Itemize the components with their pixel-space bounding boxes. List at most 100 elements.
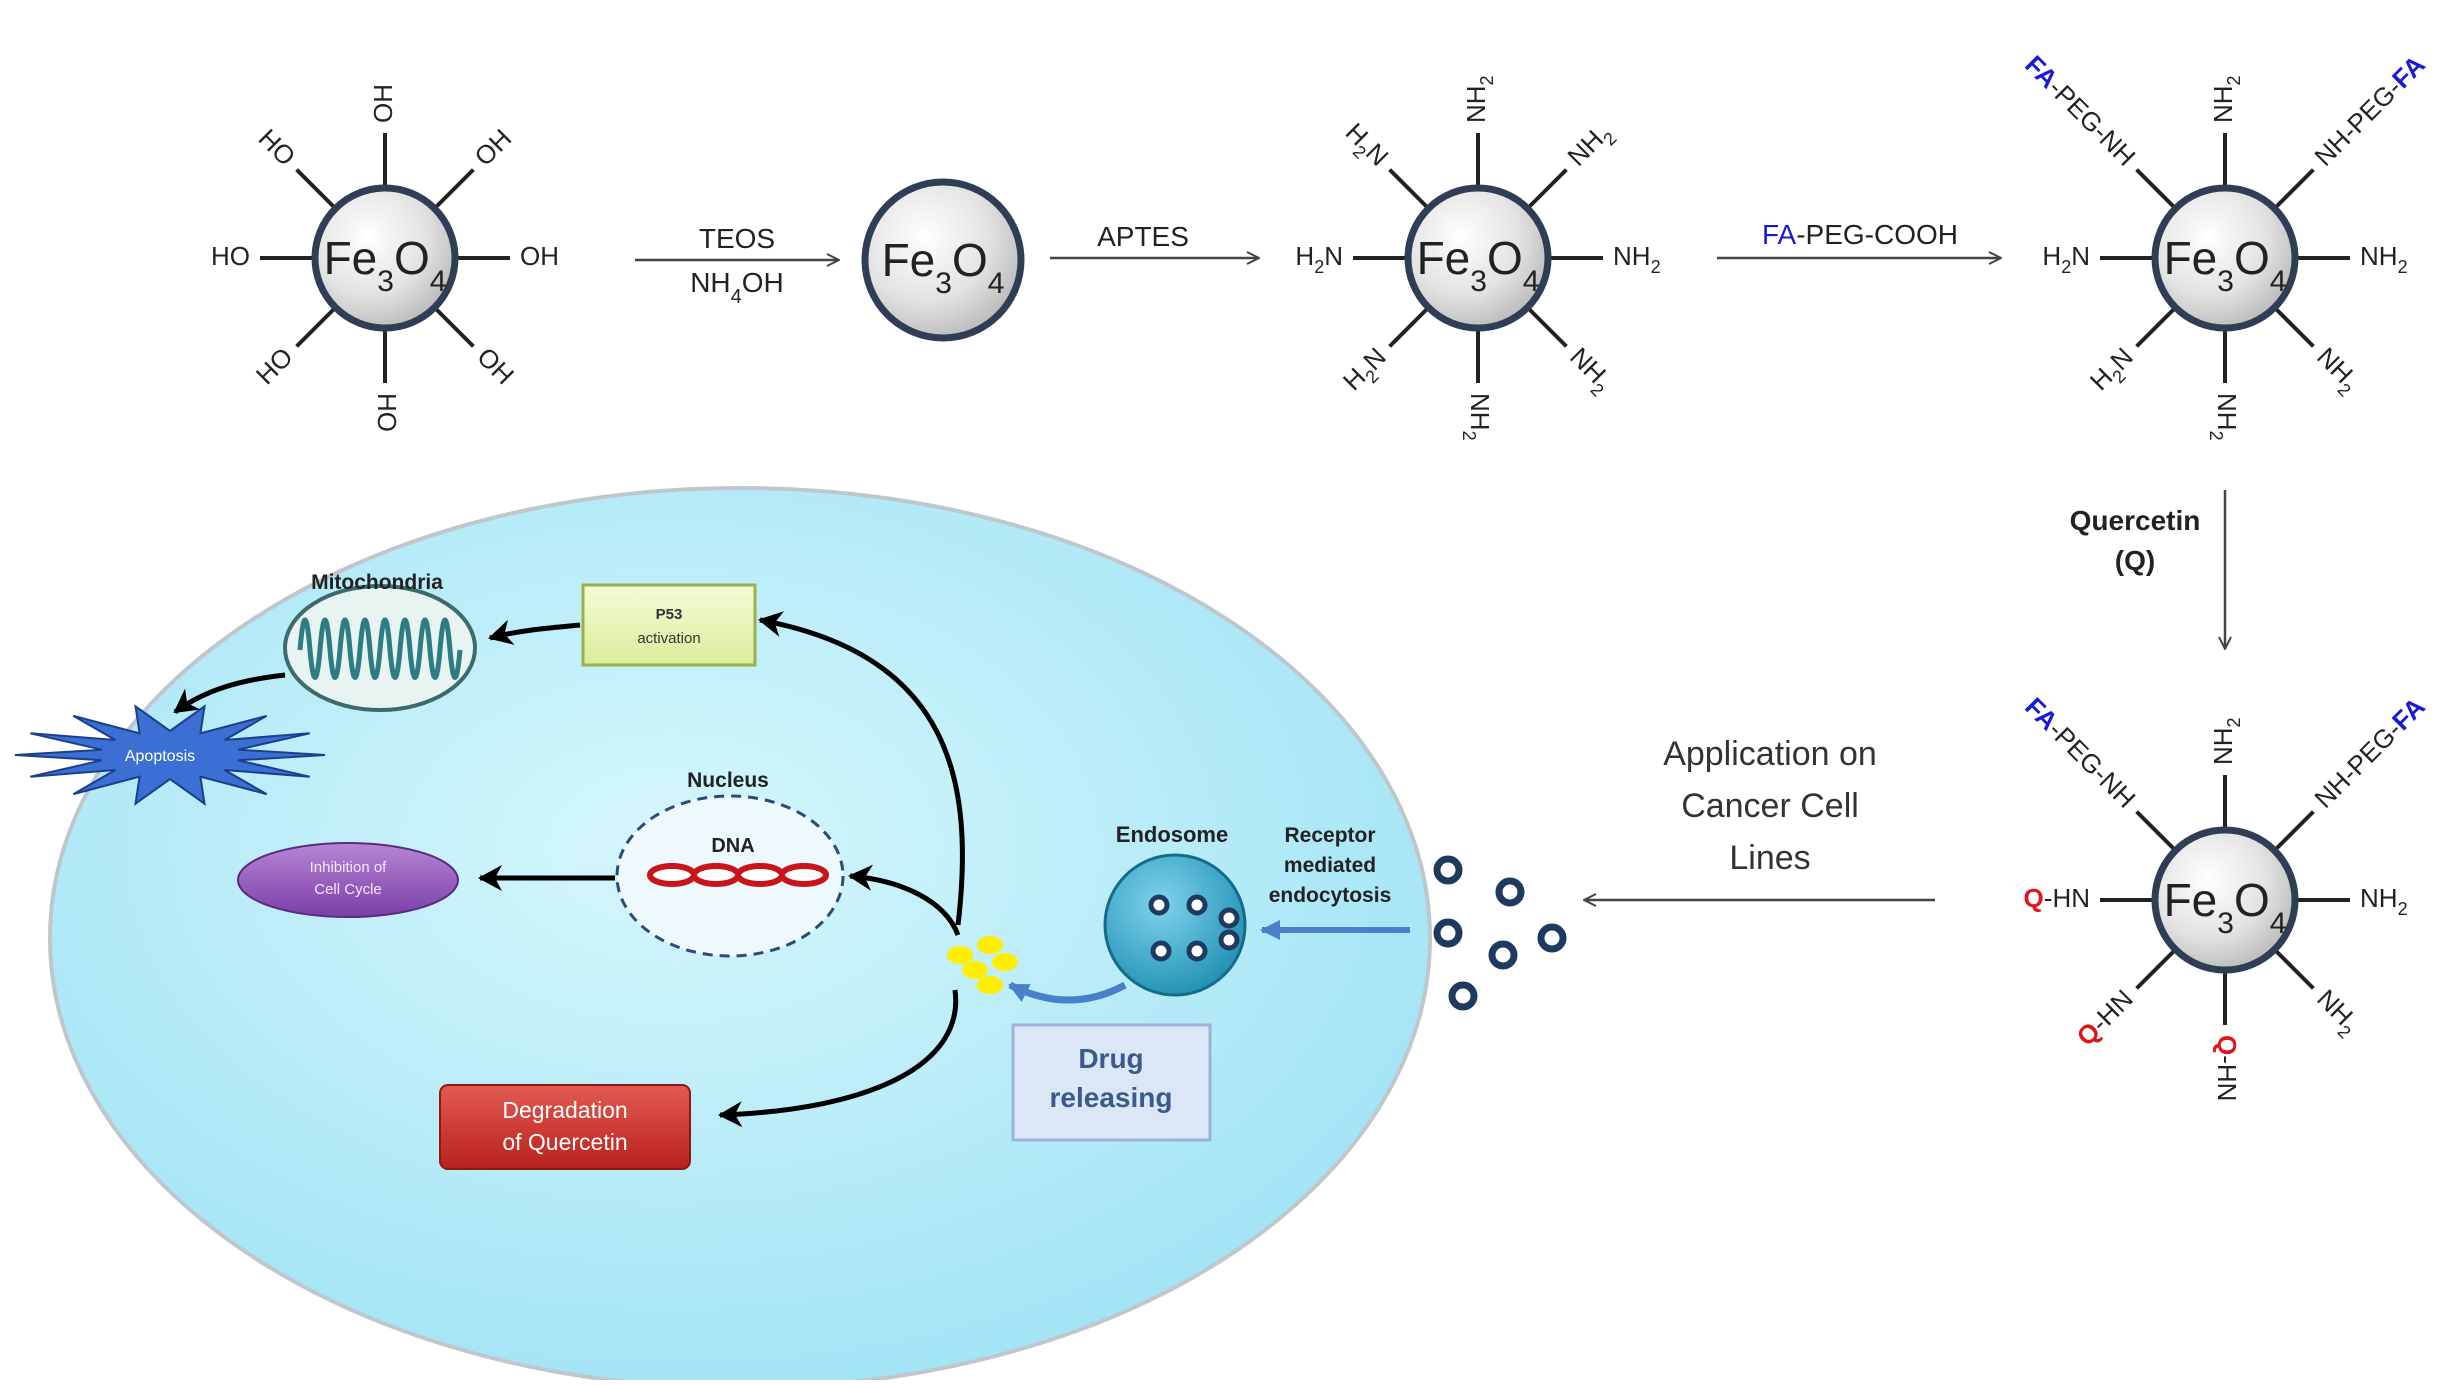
ligand-part: NH (2208, 727, 2238, 765)
formula-part: Fe (1417, 232, 1471, 284)
nanoparticle-dot (1495, 877, 1525, 907)
formula-part: O (952, 234, 988, 286)
ligand-part: HO (211, 241, 250, 271)
mitochondria: Mitochondria (283, 571, 477, 712)
ligand-label: NH2 (1561, 117, 1620, 176)
ligand-bond (2273, 306, 2315, 348)
ligand-label: NH2 (2360, 241, 2408, 277)
ligand-label: HO (372, 393, 402, 432)
drug-releasing-line1: Drug (1078, 1043, 1143, 1074)
ligand-part: NH (2212, 393, 2242, 431)
particle-fa-peg: NH2NH-PEG-FANH2FA-PEG-NHH2NH2NNH2NH2Fe3O… (2019, 49, 2431, 440)
ligand-part: NH (1461, 85, 1491, 123)
ligand-part: NH (1465, 393, 1495, 431)
inhibition-label-line1: Inhibition of (310, 859, 388, 876)
ligand-part: OH (520, 241, 559, 271)
nanoparticle-dot (1433, 855, 1463, 885)
ligand-bond (433, 168, 475, 210)
ligand-label: Q-HN (2070, 983, 2138, 1051)
arrow-to-dna (848, 864, 961, 936)
ligand-label: FA-PEG-NH (2019, 691, 2141, 813)
ligand-bond (295, 168, 337, 210)
ligand-bond (1526, 306, 1568, 348)
subscript: 4 (1523, 265, 1540, 298)
ligand-label: H2N (2084, 341, 2143, 400)
apoptosis-label: Apoptosis (125, 748, 195, 765)
ligand-part: -PEG-NH (2043, 73, 2142, 172)
ligand-label: OH (368, 84, 398, 123)
subscript: 2 (2398, 257, 2408, 277)
subscript: 2 (2206, 431, 2226, 441)
drug-releasing-line2: releasing (1050, 1082, 1173, 1113)
ligand-label: NH2 (2208, 717, 2244, 765)
subscript: 4 (2270, 907, 2287, 940)
ligand-part: NH (2360, 883, 2398, 913)
ligand-label: FA-PEG-NH (2019, 49, 2141, 171)
application-label-line: Cancer Cell (1681, 787, 1859, 825)
inhibition-label-line2: Cell Cycle (314, 881, 382, 898)
ligand-label: NH2 (2206, 393, 2242, 441)
ligand-part: HO (372, 393, 402, 432)
release-arrow (1008, 981, 1127, 1004)
ligand-part: OH (368, 84, 398, 123)
formula-part: O (2234, 232, 2270, 284)
p53-activation-label: activation (637, 630, 700, 647)
quercetin-molecule (992, 953, 1018, 971)
ligand-bond (2273, 810, 2315, 852)
core-label: Fe3O4 (882, 234, 1005, 300)
degradation-label-line1: Degradation (502, 1097, 627, 1123)
ligand-part: N (1324, 241, 1343, 271)
formula-part: Fe (324, 232, 378, 284)
reagent-fa: FA (1762, 219, 1797, 250)
ligand-label: H2N (1295, 241, 1343, 277)
ligand-label: H2N (2042, 241, 2090, 277)
ligand-part: H (2042, 241, 2061, 271)
subscript: 3 (377, 265, 394, 298)
ligand-bond (2273, 168, 2315, 210)
endosome-particle (1148, 894, 1170, 916)
ligand-bond (2135, 306, 2177, 348)
subscript: 3 (2217, 907, 2234, 940)
core-label: Fe3O4 (324, 232, 447, 298)
arrow-to-mitochondria (488, 619, 581, 645)
core-label: Fe3O4 (2164, 874, 2287, 940)
ligand-part: Q (2212, 1035, 2242, 1055)
reagent-fa-peg-cooh: FA-PEG-COOH (1762, 219, 1958, 250)
ligand-label: OH (468, 123, 517, 172)
nanoparticle-dot (1448, 981, 1478, 1011)
fe3o4-core (861, 178, 1025, 342)
subscript: 2 (2061, 257, 2071, 277)
fe3o4-core (311, 184, 459, 332)
subscript: 4 (988, 267, 1005, 300)
drug-releasing-box: Drug releasing (1011, 1023, 1212, 1142)
endosome-particle (1218, 929, 1240, 951)
reagent-peg-cooh: -PEG-COOH (1796, 219, 1958, 250)
endosome-particle (1150, 940, 1172, 962)
subscript: 4 (430, 265, 447, 298)
degradation-label-line2: of Quercetin (502, 1129, 627, 1155)
ligand-part: OH (468, 123, 517, 172)
ligand-bond (2135, 948, 2177, 990)
ligand-label: HO (253, 123, 302, 172)
ligand-part: HO (250, 341, 299, 390)
subscript: 4 (2270, 265, 2287, 298)
endosome-particle (1218, 907, 1240, 929)
quercetin-molecule (977, 976, 1003, 994)
dna-helix-segment (691, 863, 741, 887)
ligand-bond (433, 306, 475, 348)
fe3o4-core (2151, 826, 2299, 974)
endosome-particle (1186, 894, 1208, 916)
core-label: Fe3O4 (2164, 232, 2287, 298)
ligand-label: OH (471, 341, 520, 390)
application-label-line: Application on (1663, 735, 1877, 773)
receptor-label-line: Receptor (1284, 824, 1375, 847)
ligand-label: NH-PEG-FA (2308, 49, 2430, 171)
mitochondria-label: Mitochondria (311, 571, 443, 594)
ligand-part: NH (2208, 85, 2238, 123)
core-label: Fe3O4 (1417, 232, 1540, 298)
nanoparticle-dot (1537, 923, 1567, 953)
ligand-label: NH2 (1459, 393, 1495, 441)
particle-silica-coated: Fe3O4 (861, 178, 1025, 342)
